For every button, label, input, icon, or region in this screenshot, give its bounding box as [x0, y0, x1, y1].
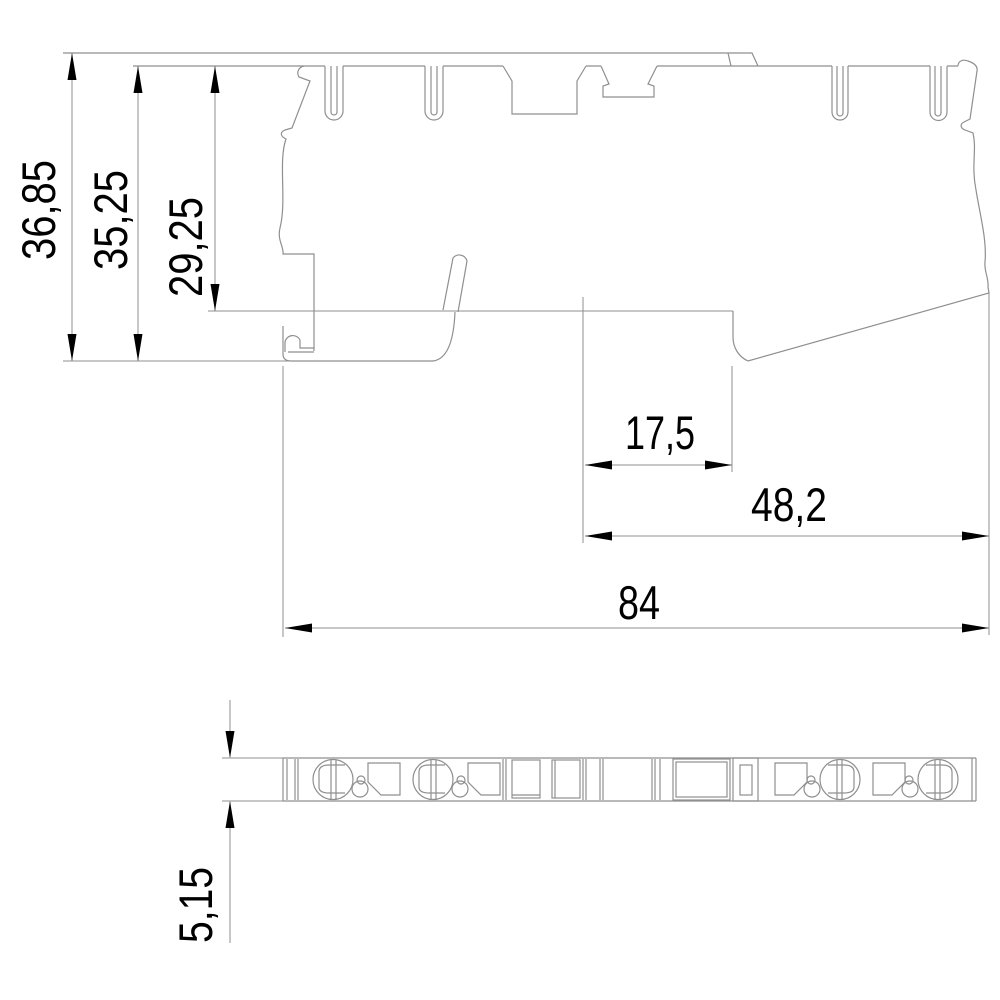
dimension-label-partial-width: 48,2: [751, 478, 827, 531]
center-cells: [511, 757, 759, 802]
clamp-contact: [926, 764, 953, 794]
lever-blob-top: [456, 775, 466, 785]
center-wide-rect: [672, 758, 731, 801]
dimension-notch-width: 17,5: [585, 406, 732, 470]
arrowhead-left: [285, 623, 312, 633]
center-square-2: [551, 759, 581, 799]
lever-blob-top: [356, 775, 366, 785]
flange-top-line: [63, 52, 759, 67]
arrowhead-right: [962, 623, 989, 633]
side-profile-view: [63, 52, 990, 362]
arrowhead-down: [210, 284, 220, 311]
strip-outline: [282, 757, 977, 802]
center-square-1: [511, 759, 541, 799]
arrowhead-left: [585, 460, 612, 470]
dimension-label-strip-thickness: 5,15: [169, 867, 222, 943]
arrowhead-up: [210, 66, 220, 93]
screw-square: [467, 762, 501, 796]
extension-lines: [63, 293, 990, 802]
mounting-slots: [324, 66, 948, 122]
screw-square: [774, 762, 808, 796]
center-frame: [732, 757, 759, 802]
clamp-circle: [917, 758, 959, 801]
arrowhead-down: [133, 334, 143, 361]
lever-blob: [803, 780, 821, 798]
dimension-label-overall-width: 84: [618, 576, 660, 629]
screw-square: [872, 762, 906, 796]
dimension-partial-width: 48,2: [585, 478, 989, 541]
lever-blob: [901, 780, 919, 798]
center-wide-rect-inner: [675, 761, 728, 798]
dimension-label-overall-height: 36,85: [12, 160, 65, 260]
dimension-overall-width: 84: [285, 576, 989, 633]
arrowhead-up: [67, 53, 77, 80]
arrowhead-left: [585, 531, 612, 541]
rail-clip-hook: [284, 334, 314, 353]
center-frame-inner: [739, 764, 753, 796]
arrowhead-down: [67, 334, 77, 361]
clamp-contact: [318, 764, 345, 794]
arrowhead-right: [705, 460, 732, 470]
top-pockets: [502, 65, 658, 115]
lever-blob: [351, 780, 369, 798]
strip-dividers: [294, 759, 661, 800]
clamp-circle: [819, 758, 861, 801]
arrowhead-up: [133, 66, 143, 93]
clamp-circle: [412, 758, 454, 801]
dimension-label-notch-width: 17,5: [625, 406, 695, 459]
clamp-unit-right-2: [872, 758, 959, 801]
clamp-unit-left-2: [412, 758, 501, 801]
lever-blob-top: [904, 775, 914, 785]
arrowhead-right: [962, 531, 989, 541]
dimension-label-upper-body-height: 29,25: [159, 197, 212, 297]
clamp-contact: [828, 764, 855, 794]
clamp-circle: [312, 758, 354, 801]
lever-blob-top: [806, 775, 816, 785]
lever-blob: [451, 780, 469, 798]
clamp-contact: [418, 764, 445, 794]
clamp-unit-right-1: [774, 758, 861, 801]
dimension-overall-height: 36,85: [12, 53, 77, 361]
arrowhead-up: [225, 801, 235, 828]
latch-tab: [442, 254, 468, 313]
arrowhead-down: [225, 731, 235, 758]
dimension-body-height: 35,25: [84, 66, 143, 361]
foot-outline: [282, 311, 456, 362]
bottom-strip-view: [282, 757, 977, 802]
screw-square: [367, 762, 401, 796]
dimension-label-body-height: 35,25: [84, 170, 137, 270]
left-profile: [278, 65, 315, 351]
right-profile: [732, 59, 990, 362]
dimension-strip-thickness: 5,15: [169, 700, 235, 943]
clamp-unit-left-1: [312, 758, 401, 801]
dimension-upper-body-height: 29,25: [159, 66, 220, 311]
